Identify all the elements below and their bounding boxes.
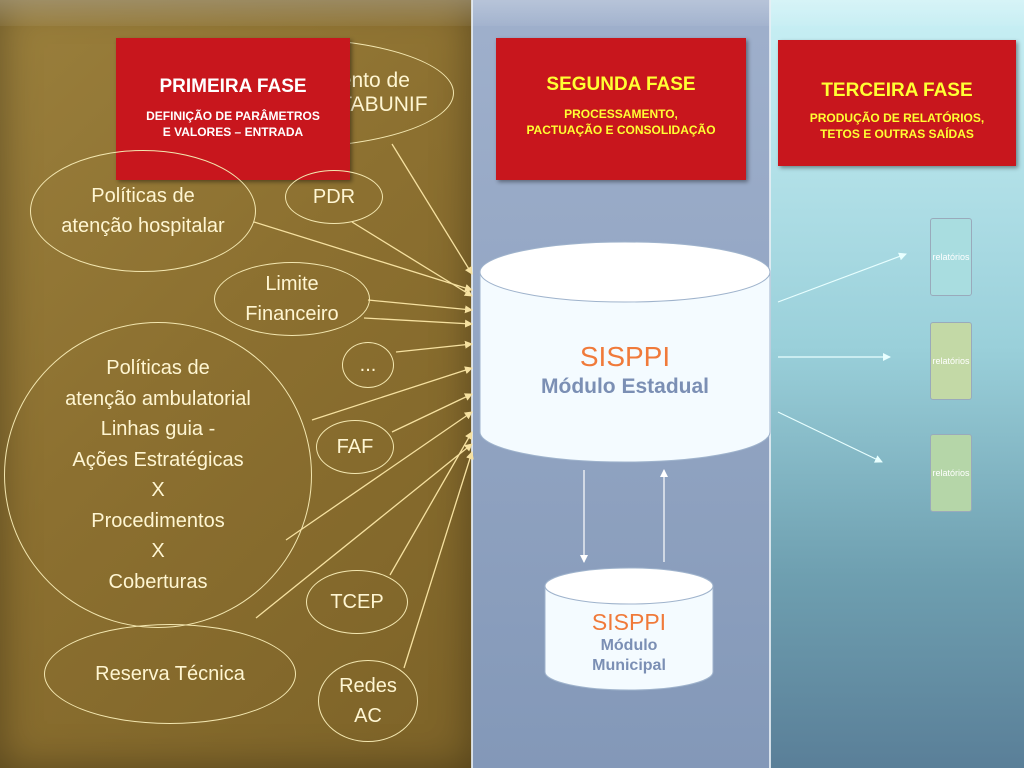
limite-line-1: Limite [265, 273, 319, 295]
phase-one-subtitle-line-1: DEFINIÇÃO DE PARÂMETROS [146, 109, 320, 123]
estadual-name: SISPPI [579, 341, 671, 372]
ambulatorial-line-1: Políticas de [106, 357, 210, 379]
report-scroll-1: relatórios [930, 218, 972, 296]
report-scroll-1-label: relatórios [932, 252, 970, 262]
phase-two-subtitle-line-1: PROCESSAMENTO, [564, 107, 678, 121]
faf-label: FAF [336, 436, 374, 458]
reserva-oval: Reserva Técnica [44, 624, 296, 724]
redes-line-1: Redes [339, 675, 397, 697]
hospitalar-line-2: atenção hospitalar [61, 215, 225, 237]
dots-label: ... [359, 354, 377, 376]
phase-one-title: PRIMEIRA FASE [159, 76, 307, 97]
phase-two-title: SEGUNDA FASE [546, 74, 696, 95]
phase-two-subtitle: PROCESSAMENTO, PACTUAÇÃO E CONSOLIDAÇÃO [496, 106, 746, 138]
ambulatorial-line-7: X [151, 540, 165, 562]
tcep-label: TCEP [330, 591, 384, 613]
ambulatorial-line-5: X [151, 479, 165, 501]
dots-oval: ... [342, 342, 394, 388]
phase-two-box: SEGUNDA FASE PROCESSAMENTO, PACTUAÇÃO E … [496, 38, 746, 180]
redes-line-2: AC [354, 705, 382, 727]
tcep-oval: TCEP [306, 570, 408, 634]
estadual-label: SISPPI Módulo Estadual [480, 340, 770, 400]
phase-one-subtitle-line-2: E VALORES – ENTRADA [162, 125, 304, 139]
ambulatorial-line-8: Coberturas [108, 570, 208, 593]
report-scroll-3: relatórios [930, 434, 972, 512]
municipal-label: SISPPI Módulo Municipal [545, 608, 713, 676]
reserva-label: Reserva Técnica [95, 663, 245, 685]
municipal-sub-line-2: Municipal [592, 657, 666, 674]
redes-oval: Redes AC [318, 660, 418, 742]
hospitalar-oval: Políticas de atenção hospitalar [30, 150, 256, 272]
pdr-label: PDR [312, 186, 356, 208]
report-scroll-3-label: relatórios [932, 468, 970, 478]
phase-three-title: TERCEIRA FASE [821, 80, 973, 101]
ambulatorial-line-2: atenção ambulatorial [65, 387, 251, 410]
ambulatorial-line-3: Linhas guia - [100, 418, 216, 440]
ambulatorial-oval: Políticas de atenção ambulatorial Linhas… [4, 322, 312, 628]
phase-three-subtitle-line-2: TETOS E OUTRAS SAÍDAS [820, 127, 974, 141]
hospitalar-line-1: Políticas de [91, 185, 195, 207]
top-frame [0, 0, 1024, 26]
phase-three-subtitle-line-1: PRODUÇÃO DE RELATÓRIOS, [809, 111, 985, 125]
municipal-name: SISPPI [591, 609, 667, 635]
phase-one-subtitle: DEFINIÇÃO DE PARÂMETROS E VALORES – ENTR… [116, 108, 350, 140]
phase-two-subtitle-line-2: PACTUAÇÃO E CONSOLIDAÇÃO [526, 123, 716, 137]
estadual-sub: Módulo Estadual [541, 375, 709, 398]
municipal-sub-line-1: Módulo [600, 637, 658, 654]
report-scroll-2: relatórios [930, 322, 972, 400]
limite-line-2: Financeiro [245, 303, 339, 325]
panel-divider-left [471, 0, 473, 768]
ambulatorial-line-6: Procedimentos [91, 509, 225, 532]
limite-oval: Limite Financeiro [214, 262, 370, 336]
report-scroll-2-label: relatórios [932, 356, 970, 366]
pdr-oval: PDR [285, 170, 383, 224]
phase-three-subtitle: PRODUÇÃO DE RELATÓRIOS, TETOS E OUTRAS S… [778, 110, 1016, 142]
phase-three-box: TERCEIRA FASE PRODUÇÃO DE RELATÓRIOS, TE… [778, 40, 1016, 166]
faf-oval: FAF [316, 420, 394, 474]
ambulatorial-line-4: Ações Estratégicas [72, 448, 244, 471]
